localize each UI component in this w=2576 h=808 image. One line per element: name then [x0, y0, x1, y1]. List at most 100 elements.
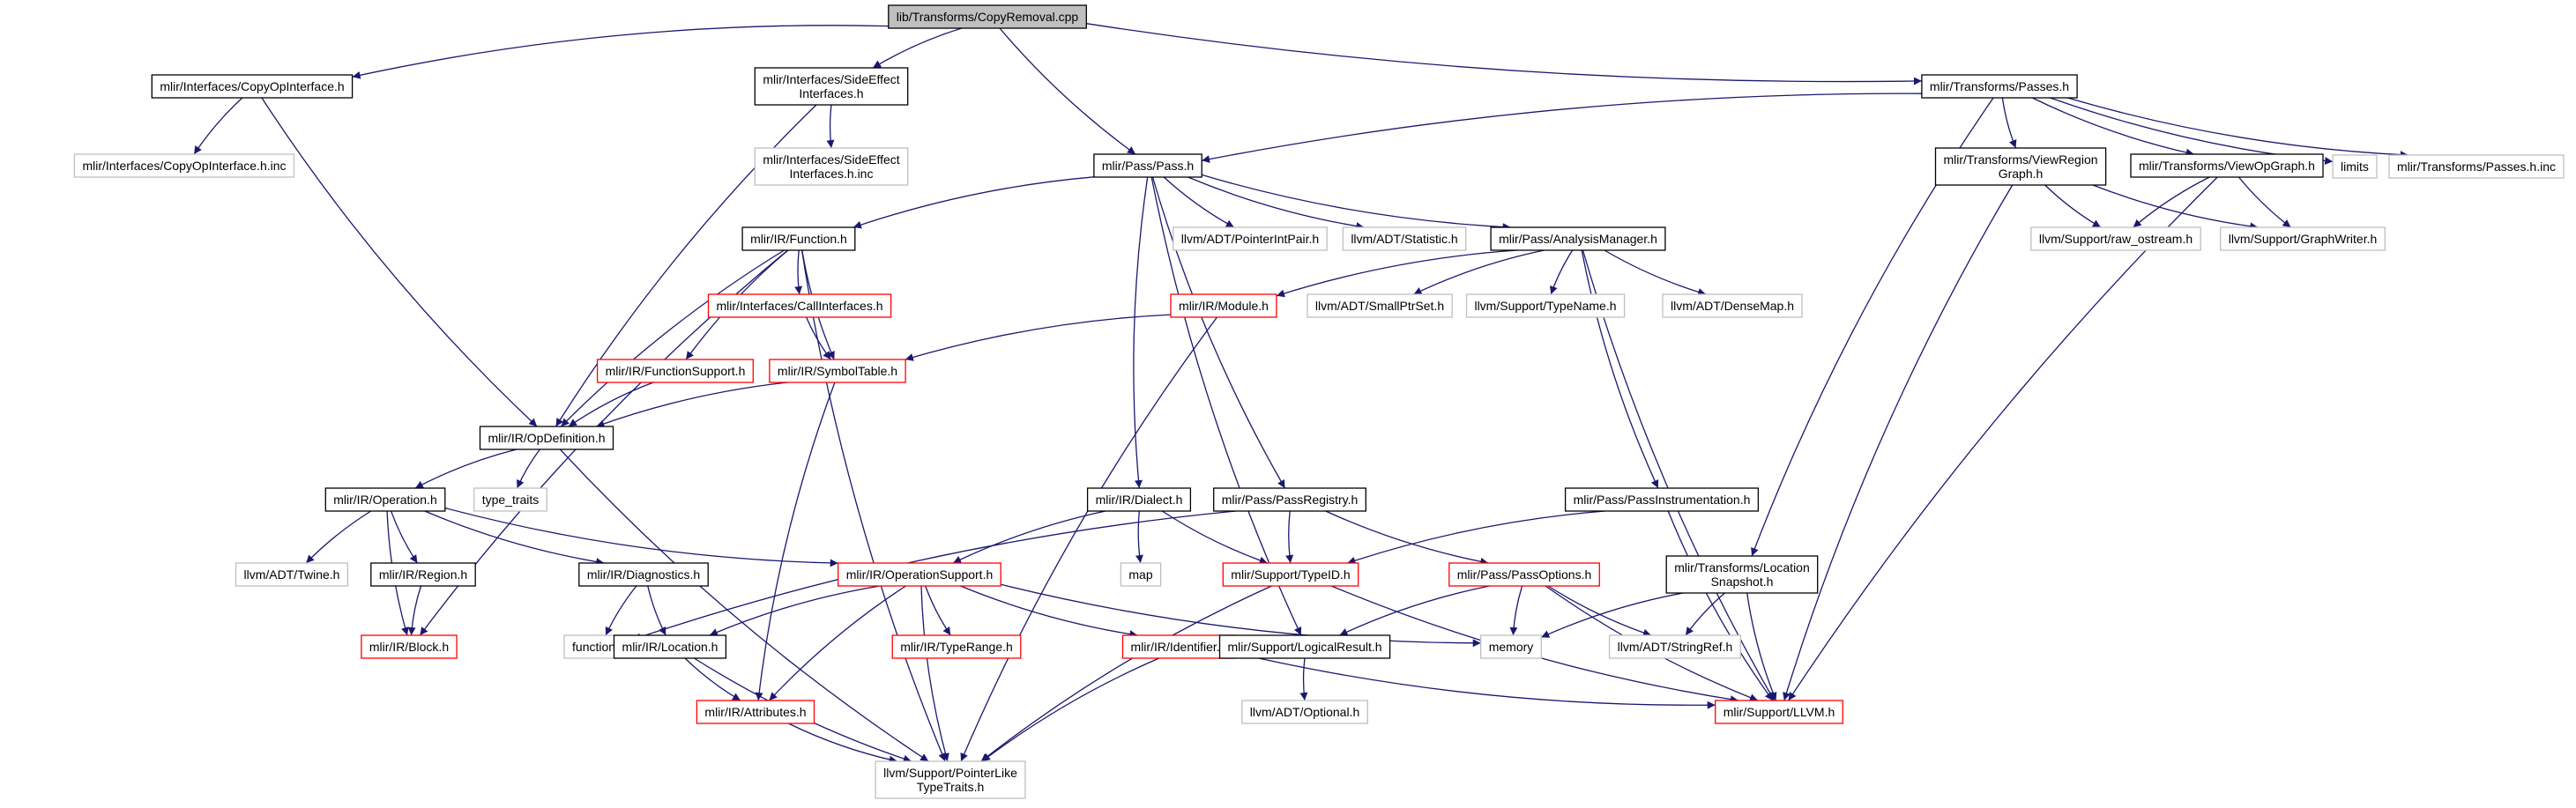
node-label: Interfaces.h — [799, 86, 863, 100]
node-copy-removal[interactable]: lib/Transforms/CopyRemoval.cpp — [888, 4, 1087, 29]
node-operation-h[interactable]: mlir/IR/Operation.h — [324, 487, 446, 512]
edge-analysis_manager-to-small_ptr_set — [1413, 249, 1545, 295]
edge-location_snapshot-to-support_llvm — [1746, 592, 1777, 701]
node-box — [1490, 226, 1666, 251]
node-pass-options[interactable]: mlir/Pass/PassOptions.h — [1448, 562, 1600, 587]
node-label: mlir/Interfaces/CopyOpInterface.h — [160, 79, 344, 93]
node-region-h[interactable]: mlir/IR/Region.h — [370, 562, 476, 587]
node-label: mlir/Transforms/Passes.h — [1930, 79, 2069, 93]
node-function-support[interactable]: mlir/IR/FunctionSupport.h — [596, 359, 754, 383]
node-box — [2388, 154, 2565, 179]
edge-view_region_graph-to-raw_ostream — [2044, 184, 2102, 228]
node-map: map — [1120, 562, 1162, 587]
edge-operation_support-to-location_h — [709, 585, 881, 636]
edge-pass_h-to-function_h — [852, 176, 1094, 229]
node-block-h[interactable]: mlir/IR/Block.h — [361, 634, 458, 659]
node-label: mlir/IR/Attributes.h — [704, 705, 806, 719]
node-pass-registry[interactable]: mlir/Pass/PassRegistry.h — [1213, 487, 1366, 512]
node-type-range[interactable]: mlir/IR/TypeRange.h — [891, 634, 1022, 659]
edge-view_region_graph-to-graph_writer — [2092, 184, 2259, 231]
edge-region_h-to-block_h — [407, 585, 422, 636]
node-box — [1213, 487, 1366, 512]
node-box — [741, 226, 856, 251]
node-label: mlir/Transforms/ViewOpGraph.h — [2139, 159, 2315, 173]
node-identifier[interactable]: mlir/IR/Identifier.h — [1121, 634, 1236, 659]
node-box — [361, 634, 458, 659]
node-support-llvm[interactable]: mlir/Support/LLVM.h — [1715, 700, 1843, 724]
edge-op_definition-to-pointer_like_type_traits — [559, 448, 929, 762]
node-label: mlir/Support/LogicalResult.h — [1227, 640, 1381, 654]
edge-function_h-to-pointer_like_type_traits — [800, 249, 946, 762]
node-function-h[interactable]: mlir/IR/Function.h — [741, 226, 856, 251]
node-attributes[interactable]: mlir/IR/Attributes.h — [696, 700, 815, 724]
node-copy-op-interface[interactable]: mlir/Interfaces/CopyOpInterface.h — [151, 74, 354, 99]
edge-function_h-to-op_definition — [561, 249, 785, 427]
edge-copy_removal-to-transforms_passes — [1086, 23, 1922, 85]
node-box — [1170, 293, 1277, 318]
node-op-definition[interactable]: mlir/IR/OpDefinition.h — [479, 426, 614, 450]
node-type-name: llvm/Support/TypeName.h — [1465, 293, 1626, 318]
node-operation-support[interactable]: mlir/IR/OperationSupport.h — [838, 562, 1001, 587]
node-transforms-passes[interactable]: mlir/Transforms/Passes.h — [1921, 74, 2078, 99]
node-box — [1448, 562, 1600, 587]
node-label: mlir/Support/TypeID.h — [1231, 567, 1350, 582]
node-box — [838, 562, 1001, 587]
node-pass-instrumentation[interactable]: mlir/Pass/PassInstrumentation.h — [1564, 487, 1760, 512]
node-label: llvm/Support/PointerLike — [883, 766, 1017, 780]
edge-identifier-to-pointer_like_type_traits — [981, 657, 1159, 762]
edge-pass_options-to-memory — [1509, 585, 1523, 636]
edge-pass_registry-to-pass_options — [1325, 510, 1489, 566]
edge-copy_removal-to-side_effect_interfaces — [872, 27, 963, 69]
node-box — [596, 359, 754, 383]
edge-pass_h-to-analysis_manager — [1201, 174, 1511, 232]
node-box — [2130, 153, 2324, 178]
node-box — [235, 562, 349, 587]
edge-module_h-to-symbol_table — [905, 314, 1172, 361]
node-box — [1921, 74, 2078, 99]
edge-type_id-to-pointer_like_type_traits — [980, 585, 1272, 762]
edge-pass_h-to-statistic — [1187, 176, 1365, 231]
node-type-id[interactable]: mlir/Support/TypeID.h — [1222, 562, 1359, 587]
node-label: llvm/ADT/SmallPtrSet.h — [1315, 299, 1444, 313]
node-dialect-h[interactable]: mlir/IR/Dialect.h — [1086, 487, 1192, 512]
node-graph-writer: llvm/Support/GraphWriter.h — [2220, 226, 2386, 251]
edge-copy_removal-to-copy_op_interface — [352, 25, 889, 79]
node-label: mlir/Interfaces/CopyOpInterface.h.inc — [82, 159, 286, 173]
edge-analysis_manager-to-pass_instrumentation — [1581, 249, 1659, 489]
edge-function_h-to-call_interfaces — [794, 249, 803, 295]
node-location-h[interactable]: mlir/IR/Location.h — [613, 634, 727, 659]
node-box — [754, 147, 909, 186]
node-box — [2030, 226, 2201, 251]
node-pass-h[interactable]: mlir/Pass/Pass.h — [1093, 153, 1202, 178]
node-label: llvm/ADT/Optional.h — [1250, 705, 1359, 719]
edge-transforms_passes-to-view_region_graph — [2001, 97, 2017, 149]
node-module-h[interactable]: mlir/IR/Module.h — [1170, 293, 1277, 318]
node-logical-result[interactable]: mlir/Support/LogicalResult.h — [1218, 634, 1391, 659]
node-limits: limits — [2332, 154, 2378, 179]
node-optional: llvm/ADT/Optional.h — [1241, 700, 1368, 724]
node-analysis-manager[interactable]: mlir/Pass/AnalysisManager.h — [1490, 226, 1666, 251]
node-view-op-graph[interactable]: mlir/Transforms/ViewOpGraph.h — [2130, 153, 2324, 178]
node-label: mlir/IR/Location.h — [622, 640, 718, 654]
node-box — [1241, 700, 1368, 724]
node-label: lib/Transforms/CopyRemoval.cpp — [897, 10, 1079, 24]
edge-analysis_manager-to-type_name — [1550, 249, 1574, 295]
node-string-ref: llvm/ADT/StringRef.h — [1608, 634, 1741, 659]
node-label: mlir/IR/Identifier.h — [1131, 640, 1227, 654]
edge-pass_registry-to-type_id — [1285, 510, 1294, 564]
node-label: mlir/Pass/AnalysisManager.h — [1499, 232, 1657, 246]
node-label: mlir/IR/FunctionSupport.h — [606, 364, 746, 378]
node-box — [891, 634, 1022, 659]
node-call-interfaces[interactable]: mlir/Interfaces/CallInterfaces.h — [707, 293, 892, 318]
node-statistic: llvm/ADT/Statistic.h — [1342, 226, 1467, 251]
node-label: llvm/ADT/PointerIntPair.h — [1181, 232, 1319, 246]
edge-copy_removal-to-pass_h — [999, 27, 1136, 155]
edge-diagnostics-to-location_h — [647, 585, 666, 636]
edge-transforms_passes-to-view_op_graph — [2032, 97, 2194, 157]
node-diagnostics[interactable]: mlir/IR/Diagnostics.h — [578, 562, 709, 587]
node-box — [2332, 154, 2378, 179]
node-symbol-table[interactable]: mlir/IR/SymbolTable.h — [769, 359, 906, 383]
